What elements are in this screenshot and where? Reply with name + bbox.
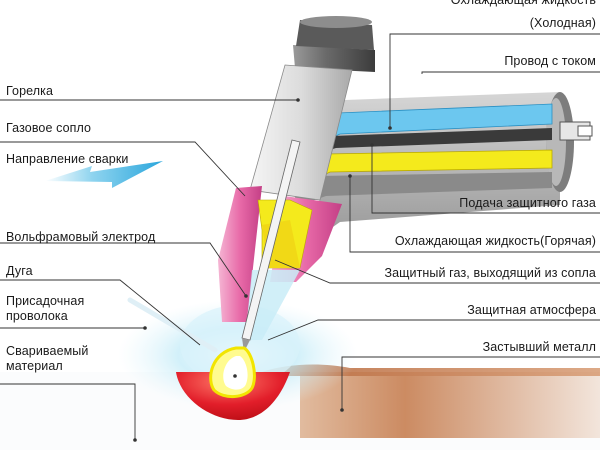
label-filler-wire-line1: Присадочная (6, 294, 85, 308)
leader-lines (0, 33, 600, 440)
label-coolant-hot: Охлаждающая жидкость(Горячая) (394, 234, 596, 248)
label-shielding-atmosphere: Защитная атмосфера (467, 303, 596, 317)
label-arc: Дуга (6, 264, 33, 278)
label-power-cable: Провод с током (504, 54, 596, 68)
power-cable (306, 128, 552, 156)
welding-direction-arrow (45, 161, 163, 188)
label-base-material-line2: материал (6, 359, 63, 373)
filler-wire (127, 297, 218, 353)
label-tungsten-electrode: Вольфрамовый электрод (6, 230, 156, 244)
label-filler-wire-line2: проволока (6, 309, 68, 323)
label-shielding-gas-exit: Защитный газ, выходящий из сопла (384, 266, 596, 280)
torch-handle (249, 16, 375, 201)
gas-nozzle-left (218, 186, 262, 322)
label-welding-direction: Направление сварки (6, 152, 129, 166)
label-solidified-metal: Застывший металл (482, 340, 596, 354)
label-torch: Горелка (6, 84, 54, 98)
label-gas-nozzle: Газовое сопло (6, 121, 92, 135)
leader-dots (133, 98, 392, 442)
torch-hose (292, 92, 593, 236)
label-coolant-cold-line1: Охлаждающая жидкость (450, 0, 596, 7)
label-coolant-cold-line2: (Холодная) (529, 16, 596, 30)
label-base-material-line1: Свариваемый (6, 344, 89, 358)
back-cap (293, 45, 375, 72)
label-shielding-gas-supply: Подача защитного газа (459, 196, 596, 210)
shielding-gas-channel (292, 172, 552, 206)
